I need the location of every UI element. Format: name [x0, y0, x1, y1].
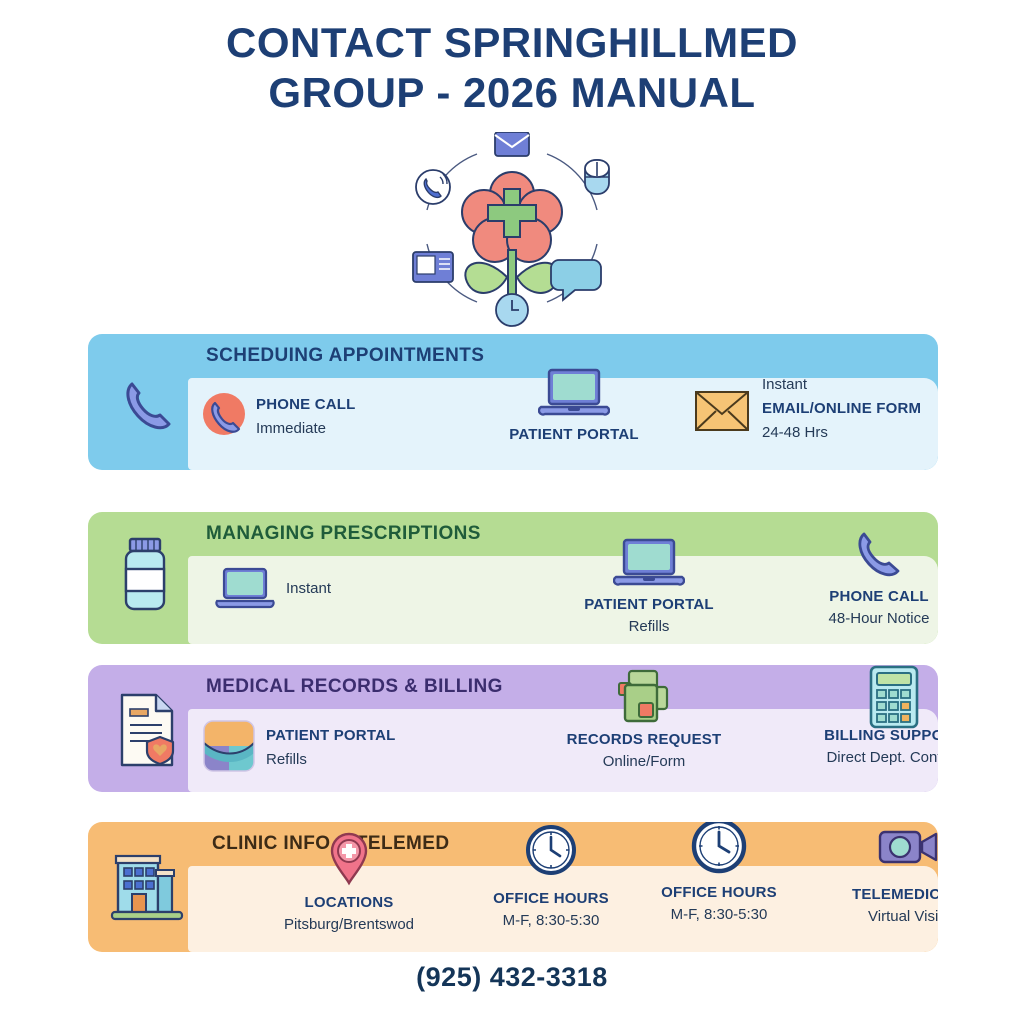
section-items: Instant PATIENT PORTAL Refills — [194, 532, 929, 640]
section-panel — [188, 709, 938, 792]
section-items: PHONE CALL Immediate PATIENT PORTAL — [194, 368, 928, 466]
clock-icon — [525, 824, 577, 881]
item-phone-call[interactable]: PHONE CALL Immediate — [202, 382, 422, 462]
page-title-line2: GROUP - 2026 MANUAL — [268, 69, 756, 116]
item-label: PATIENT PORTAL — [266, 727, 396, 744]
item-patient-portal[interactable]: PATIENT PORTAL Refills — [202, 715, 452, 792]
item-locations[interactable]: LOCATIONS Pitsburg/Brentswod — [234, 822, 464, 942]
item-sub: Virtual Visits — [868, 908, 938, 925]
page-title: CONTACT SPRINGHILLMED GROUP - 2026 MANUA… — [0, 18, 1024, 118]
phone-handset-icon — [116, 372, 182, 438]
laptop-icon — [537, 366, 611, 427]
section-clinic-info-telemed: CLINIC INFO & TELEMED — [88, 822, 938, 952]
item-label: RECORDS REQUEST — [566, 731, 722, 748]
section-items: PATIENT PORTAL Refills RECORDS REQUEST O… — [194, 665, 938, 788]
envelope-icon — [694, 390, 750, 437]
section-scheduling-appointments: SCHEDUING APPOINTMENTS PHONE CALL Immedi… — [88, 334, 938, 470]
item-label: TELEMEDICINE — [851, 886, 938, 903]
item-sub: 24-48 Hrs — [762, 424, 828, 441]
hero-illustration — [407, 131, 617, 327]
laptop-icon — [612, 536, 686, 597]
item-sub: 48-Hour Notice — [828, 610, 930, 627]
monitor-icon — [412, 251, 454, 283]
mouse-icon — [584, 159, 610, 195]
item-sub: Instant — [286, 580, 332, 597]
item-sub: Immediate — [256, 420, 327, 437]
item-patient-portal[interactable]: PATIENT PORTAL Refills — [544, 532, 754, 642]
item-sub: Refills — [266, 751, 307, 768]
clinic-building-icon — [108, 848, 186, 922]
calculator-icon — [868, 665, 920, 734]
item-office-hours-2[interactable]: OFFICE HOURS M-F, 8:30-5:30 — [614, 822, 824, 932]
item-label: PHONE CALL — [256, 396, 356, 413]
item-sub: M-F, 8:30-5:30 — [670, 906, 768, 923]
item-billing-support[interactable]: BILLING SUPPORT Direct Dept. Contact — [774, 665, 938, 779]
item-records-request[interactable]: RECORDS REQUEST Online/Form — [534, 665, 754, 785]
section-panel — [188, 556, 938, 644]
speech-bubble-icon — [550, 259, 602, 302]
laptop-icon — [214, 566, 276, 619]
section-medical-records-billing: MEDICAL RECORDS & BILLING — [88, 665, 938, 792]
section-title: MANAGING PRESCRIPTIONS — [206, 523, 481, 544]
flower-graphic — [461, 171, 563, 309]
clock-icon — [691, 822, 747, 879]
portal-app-icon — [202, 719, 256, 778]
item-label: OFFICE HOURS — [493, 890, 609, 907]
item-sub: Pitsburg/Brentswod — [283, 916, 415, 933]
page-title-line1: CONTACT SPRINGHILLMED — [225, 19, 799, 66]
item-label: EMAIL/ONLINE FORM — [762, 400, 922, 417]
section-title: MEDICAL RECORDS & BILLING — [206, 676, 503, 697]
section-title: SCHEDUING APPOINTMENTS — [206, 345, 485, 366]
item-label: LOCATIONS — [304, 894, 394, 911]
item-label: BILLING SUPPORT — [824, 727, 938, 744]
envelope-icon — [494, 131, 530, 157]
video-camera-icon — [878, 826, 938, 873]
section-managing-prescriptions: MANAGING PRESCRIPTIONS Instant — [88, 512, 938, 644]
section-title: CLINIC INFO & TELEMED — [212, 833, 450, 854]
item-sub: Refills — [628, 618, 670, 635]
footer-phone[interactable]: (925) 432-3318 — [416, 962, 608, 992]
item-label: OFFICE HOURS — [661, 884, 777, 901]
item-label: PHONE CALL — [829, 588, 929, 605]
pill-bottle-icon — [118, 536, 172, 614]
medical-flower-icon — [412, 131, 610, 327]
item-telemedicine[interactable]: TELEMEDICINE Virtual Visits — [804, 822, 938, 934]
item-label: PATIENT PORTAL — [584, 596, 714, 613]
clock-icon — [495, 293, 529, 327]
item-phone-call[interactable]: PHONE CALL 48-Hour Notice — [774, 524, 938, 634]
phone-handset-icon — [849, 526, 909, 593]
section-panel — [188, 866, 938, 952]
item-instant-portal[interactable]: Instant — [214, 560, 434, 640]
item-office-hours-1[interactable]: OFFICE HOURS M-F, 8:30-5:30 — [446, 822, 656, 938]
document-shield-icon — [116, 691, 180, 769]
map-pin-medical-icon — [329, 832, 369, 891]
item-patient-portal[interactable]: PATIENT PORTAL — [474, 360, 674, 470]
section-items: LOCATIONS Pitsburg/Brentswod OFFICE HOUR… — [194, 822, 938, 948]
phone-circle-icon — [202, 392, 246, 441]
item-sub: Online/Form — [602, 753, 686, 770]
item-label: PATIENT PORTAL — [509, 426, 639, 443]
phone-icon — [415, 169, 451, 205]
item-pre: Instant — [762, 376, 808, 393]
records-files-icon — [611, 669, 677, 736]
item-sub: Direct Dept. Contact — [826, 749, 938, 766]
item-email-online-form[interactable]: Instant EMAIL/ONLINE FORM 24-48 Hrs — [694, 360, 938, 470]
item-sub: M-F, 8:30-5:30 — [502, 912, 600, 929]
